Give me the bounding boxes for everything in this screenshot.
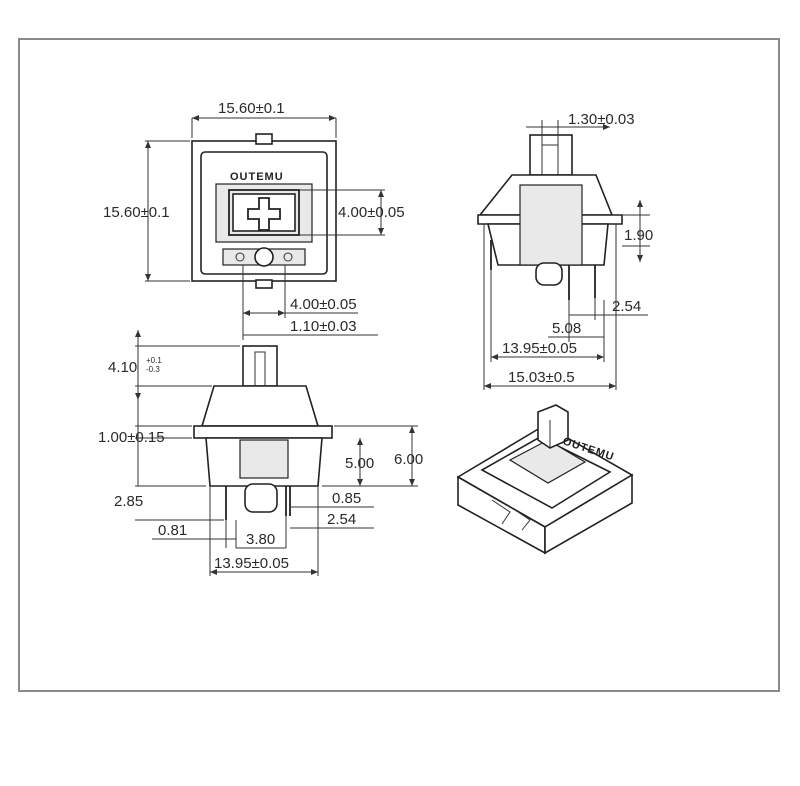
- isometric-view: OUTEMU: [456, 404, 634, 555]
- cross-stem-icon: [247, 197, 281, 231]
- side-base-dim: 13.95±0.05: [214, 555, 289, 572]
- top-view-stem-frame: [232, 193, 296, 232]
- front-stem: [529, 134, 573, 176]
- front-stem-dim: 1.30±0.03: [568, 111, 635, 128]
- side-inner: [239, 439, 289, 479]
- side-stem-height-dim: 4.10: [108, 359, 137, 376]
- front-view: 1.30±0.03 1.90 2.54 5.08 13.95±0.05 15.0…: [477, 111, 653, 390]
- top-height-dim: 15.60±0.1: [103, 204, 170, 221]
- top-view-bottom-tab: [255, 279, 273, 289]
- side-total-dim: 6.00: [394, 451, 423, 468]
- side-left-pin-dim: 2.85: [114, 493, 143, 510]
- side-center-post: [244, 483, 278, 513]
- front-center-post: [535, 262, 563, 286]
- side-top-housing: [200, 385, 320, 427]
- side-stem-tol-upper: +0.1: [146, 356, 162, 365]
- top-view: OUTEMU 15.60±0.1 15.60±0.1 4.00±0.05 4.0…: [103, 100, 405, 340]
- side-mid-dim: 5.00: [345, 455, 374, 472]
- iso-right-face: [544, 473, 633, 555]
- iso-inner: [508, 439, 587, 484]
- side-flange: [193, 425, 333, 439]
- side-right-pin-dim: 0.85: [332, 490, 361, 507]
- front-pin-spacing-dim: 2.54: [612, 298, 641, 315]
- top-view-stem-window: [228, 189, 300, 236]
- iso-stem: [537, 404, 569, 449]
- front-inner: [519, 184, 583, 266]
- front-pin-offset-dim: 5.08: [552, 320, 581, 337]
- front-step-dim: 1.90: [624, 227, 653, 244]
- led-hole-icon: [254, 247, 274, 267]
- brand-label: OUTEMU: [230, 171, 284, 183]
- top-width-dim: 15.60±0.1: [218, 100, 285, 117]
- side-pin-c-dim: 2.54: [327, 511, 356, 528]
- front-outer-dim: 15.03±0.5: [508, 369, 575, 386]
- top-view-top-tab: [255, 133, 273, 145]
- side-pin-a-dim: 0.81: [158, 522, 187, 539]
- drawing-frame: [18, 38, 780, 692]
- side-view: 4.10 +0.1 -0.3 1.00±0.15 5.00 6.00 2.85 …: [98, 330, 423, 576]
- side-stem-tol-lower: -0.3: [146, 365, 160, 374]
- side-plate-dim: 1.00±0.15: [98, 429, 165, 446]
- front-base-dim: 13.95±0.05: [502, 340, 577, 357]
- side-pin-b-dim: 3.80: [246, 531, 275, 548]
- side-stem: [242, 345, 278, 387]
- top-stem-dim: 4.00±0.05: [338, 204, 405, 221]
- top-bottom-dim: 4.00±0.05: [290, 296, 357, 313]
- top-pin-dim: 1.10±0.03: [290, 318, 357, 335]
